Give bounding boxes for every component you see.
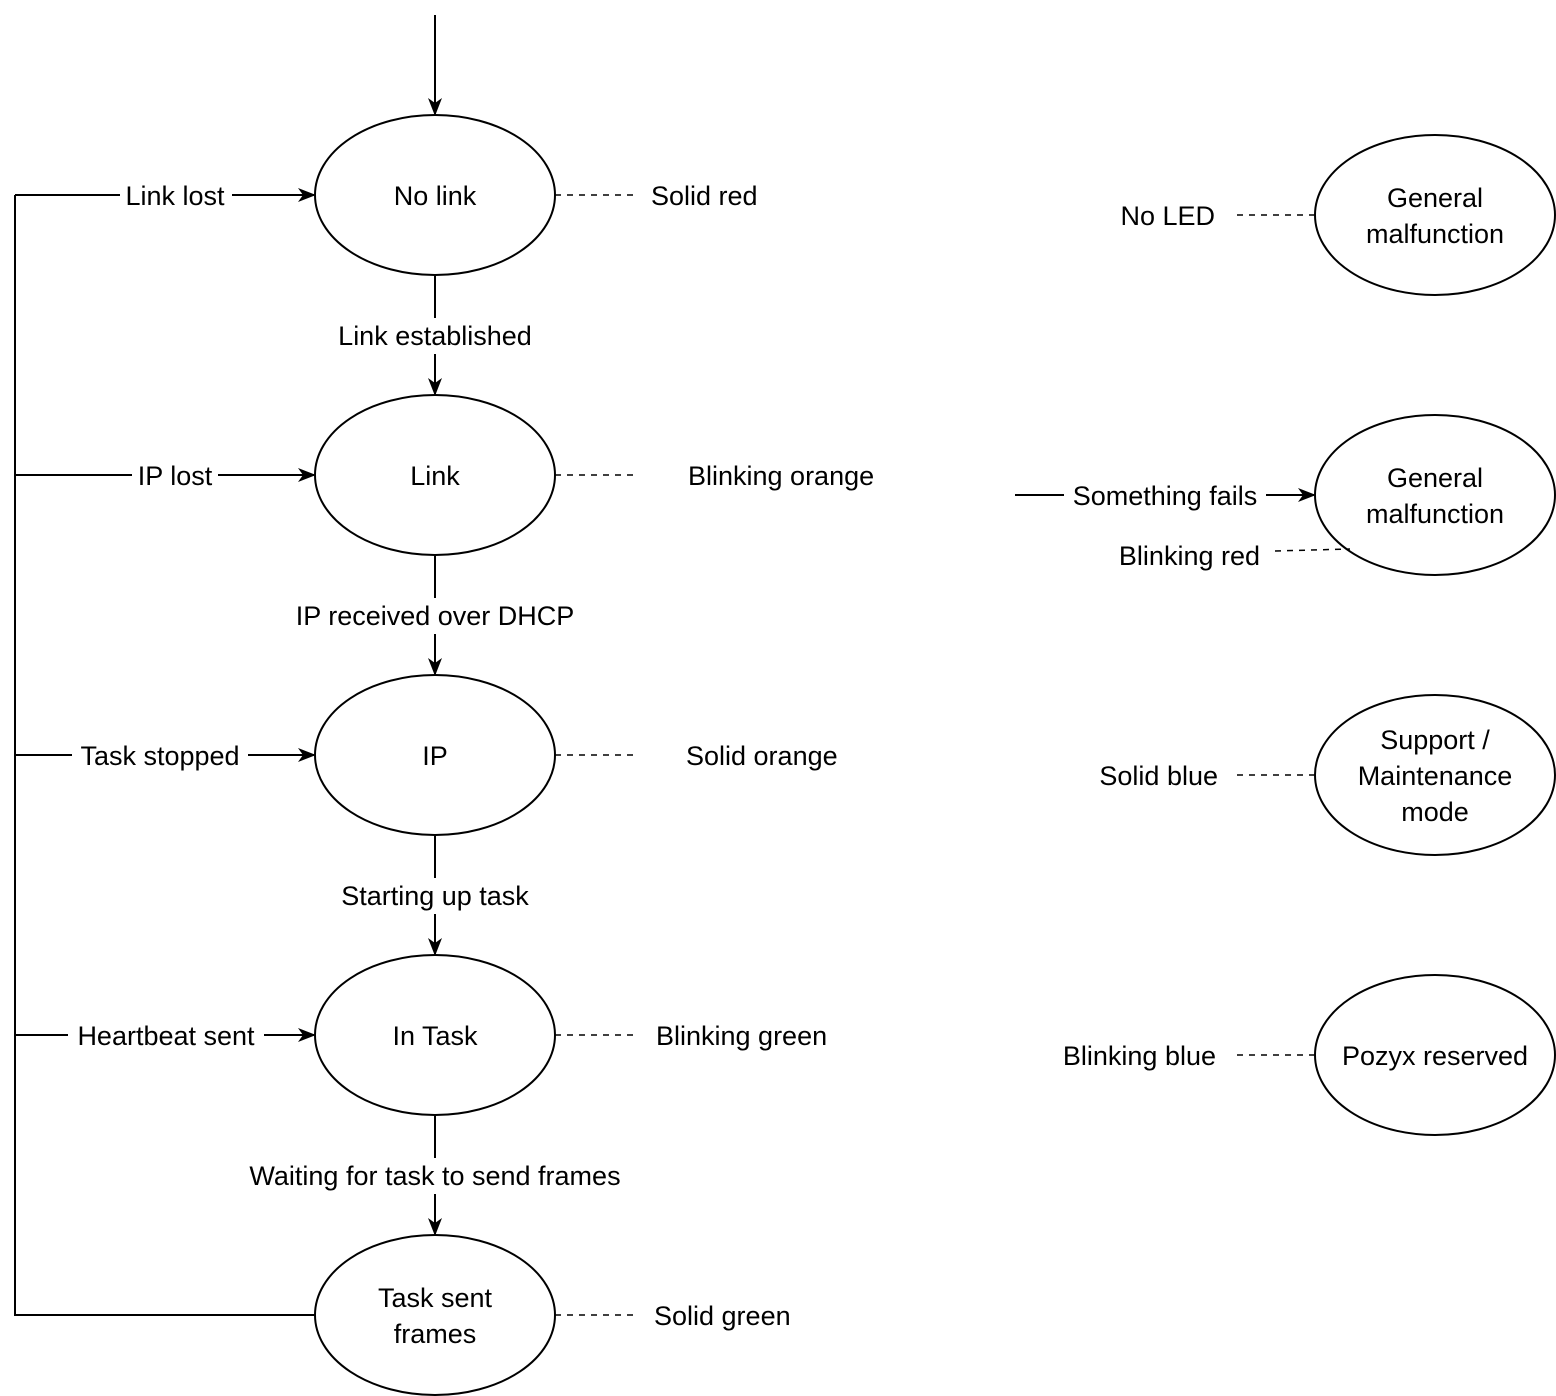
label-link-lost: Link lost — [125, 181, 225, 211]
led-solid-blue: Solid blue — [1099, 761, 1218, 791]
state-pozyx-label: Pozyx reserved — [1342, 1041, 1528, 1071]
state-link-label: Link — [410, 461, 460, 491]
led-no-led: No LED — [1120, 201, 1215, 231]
state-malfunction-blinking-line1: General — [1387, 463, 1483, 493]
led-ip: Solid orange — [686, 741, 838, 771]
state-task-sent-label-line2: frames — [394, 1319, 477, 1349]
state-support-line2: Maintenance — [1358, 761, 1513, 791]
state-support-line3: mode — [1401, 797, 1469, 827]
led-blinking-red: Blinking red — [1119, 541, 1260, 571]
return-loop-line — [14, 195, 315, 1316]
led-no-link: Solid red — [651, 181, 758, 211]
state-link: Link — [314, 394, 556, 556]
state-no-link: No link — [314, 114, 556, 276]
state-malfunction-blinking: General malfunction — [1314, 414, 1556, 576]
state-malfunction-blinking-line2: malfunction — [1366, 499, 1504, 529]
state-support-mode: Support / Maintenance mode — [1314, 694, 1556, 856]
state-in-task-label: In Task — [392, 1021, 478, 1051]
state-ip: IP — [314, 674, 556, 836]
state-malfunction-no-led: General malfunction — [1314, 134, 1556, 296]
label-heartbeat-sent: Heartbeat sent — [77, 1021, 255, 1051]
label-something-fails: Something fails — [1073, 481, 1258, 511]
led-blinking-blue: Blinking blue — [1063, 1041, 1216, 1071]
state-task-sent-label-line1: Task sent — [378, 1283, 493, 1313]
label-ip-lost: IP lost — [138, 461, 213, 491]
transition-waiting-frames: Waiting for task to send frames — [249, 1161, 620, 1191]
state-in-task: In Task — [314, 954, 556, 1116]
led-connector-blinking-red — [1274, 548, 1351, 552]
state-no-link-label: No link — [394, 181, 477, 211]
led-in-task: Blinking green — [656, 1021, 827, 1051]
led-link: Blinking orange — [688, 461, 874, 491]
state-support-line1: Support / — [1380, 725, 1490, 755]
state-task-sent: Task sent frames — [314, 1234, 556, 1396]
state-pozyx-reserved: Pozyx reserved — [1314, 974, 1556, 1136]
led-task-sent: Solid green — [654, 1301, 791, 1331]
state-malfunction-no-led-line2: malfunction — [1366, 219, 1504, 249]
label-task-stopped: Task stopped — [80, 741, 239, 771]
transition-starting-task: Starting up task — [341, 881, 529, 911]
transition-ip-received: IP received over DHCP — [296, 601, 575, 631]
state-malfunction-no-led-line1: General — [1387, 183, 1483, 213]
transition-link-established: Link established — [338, 321, 532, 351]
state-ip-label: IP — [422, 741, 448, 771]
